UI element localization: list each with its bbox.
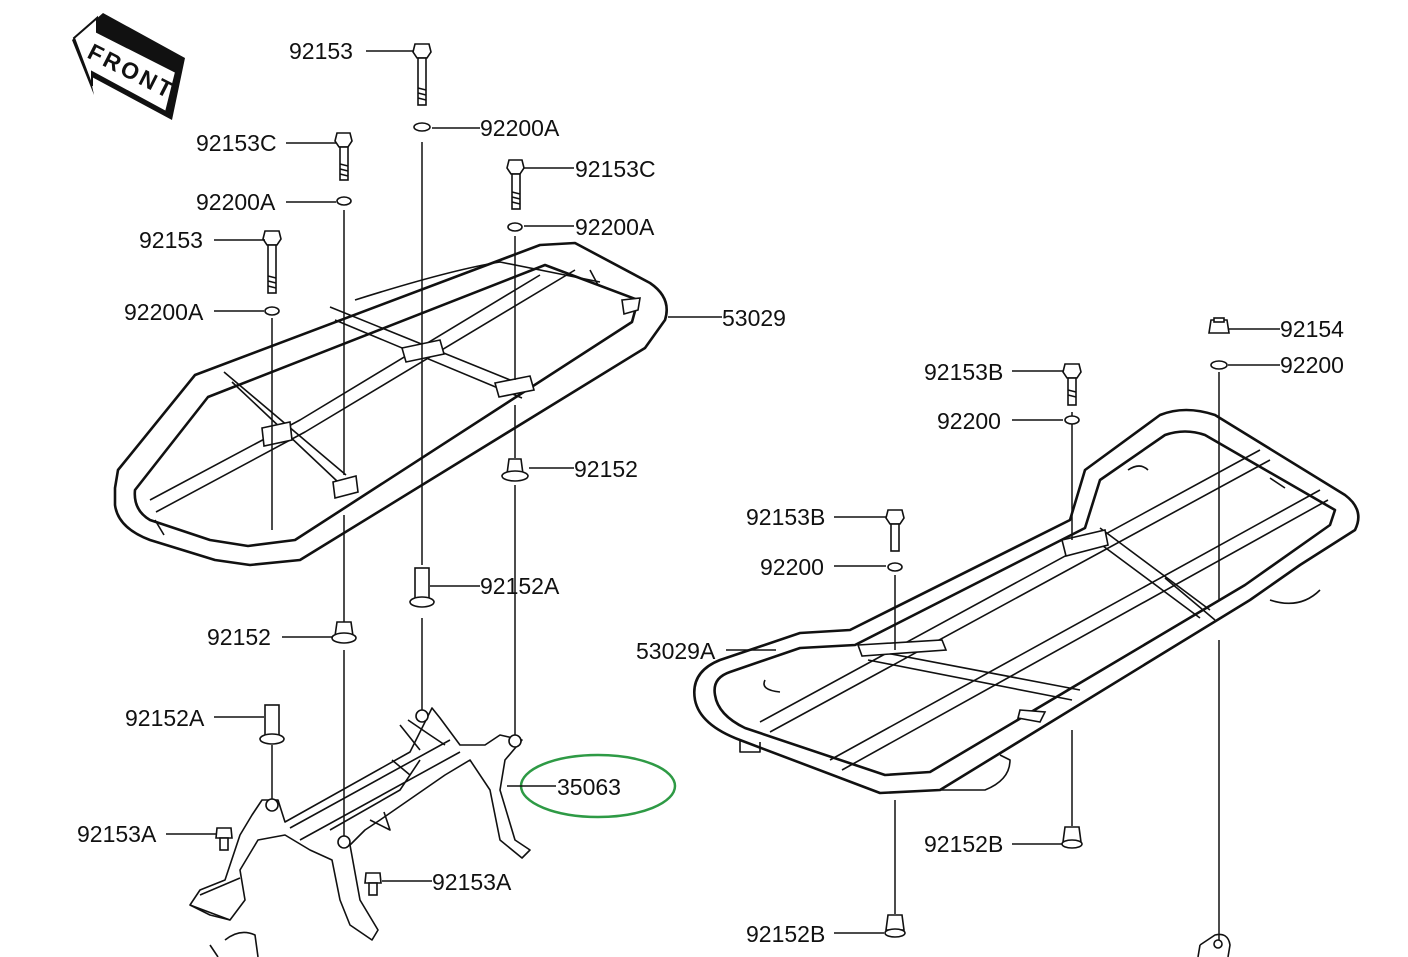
washer-92200a-3-icon bbox=[507, 222, 523, 232]
washer-92200a-4-icon bbox=[264, 306, 280, 316]
callout-label: 92200A bbox=[124, 299, 204, 325]
bolt-92153b-lower-icon bbox=[885, 509, 905, 552]
bolt-92153c-left-icon bbox=[334, 132, 353, 181]
callout-label: 92152A bbox=[125, 705, 205, 731]
callout-label: 92153 bbox=[289, 38, 353, 64]
callout-label: 92152B bbox=[924, 831, 1003, 857]
callout-label: 92153B bbox=[924, 359, 1003, 385]
callout-label: 92200A bbox=[480, 115, 560, 141]
bracket-lower-right-icon bbox=[1197, 933, 1231, 957]
callout-label: 92153 bbox=[139, 227, 203, 253]
bolt-92153-left-icon bbox=[262, 230, 282, 294]
bolt-92153a-left-icon bbox=[215, 827, 233, 851]
callout-label: 92152A bbox=[480, 573, 560, 599]
bolt-92154-icon bbox=[1208, 317, 1230, 334]
callout-label: 92152 bbox=[574, 456, 638, 482]
bolt-92153b-upper-icon bbox=[1062, 363, 1082, 406]
callout-label: 92153B bbox=[746, 504, 825, 530]
callout-label: 92152 bbox=[207, 624, 271, 650]
spacer-92152-upper-icon bbox=[501, 458, 529, 482]
spacer-92152b-lower-icon bbox=[884, 914, 906, 938]
callout-label: 92200A bbox=[196, 189, 276, 215]
callout-label: 92200A bbox=[575, 214, 655, 240]
callout-label: 92152B bbox=[746, 921, 825, 947]
left-support-frame-35063 bbox=[189, 707, 531, 957]
bolt-92153a-center-icon bbox=[364, 872, 382, 896]
callout-label: 92153C bbox=[196, 130, 277, 156]
washer-92200-right-icon bbox=[1210, 360, 1228, 370]
callout-label: 92153A bbox=[432, 869, 512, 895]
washer-92200-upper-icon bbox=[1064, 415, 1080, 425]
callout-label: 92153C bbox=[575, 156, 656, 182]
washer-92200-lower-icon bbox=[887, 562, 903, 572]
collar-92152a-left-icon bbox=[259, 704, 285, 745]
callout-label: 92154 bbox=[1280, 316, 1344, 342]
callout-label: 92200 bbox=[937, 408, 1001, 434]
callout-label: 53029 bbox=[722, 305, 786, 331]
callout-labels: 92153 92200A 92153C 92200A 92153C 92200A… bbox=[77, 38, 1344, 947]
spacer-92152b-upper-icon bbox=[1061, 826, 1083, 849]
collar-92152a-center-icon bbox=[409, 567, 435, 608]
bolt-92153-top-icon bbox=[412, 43, 432, 106]
front-arrow-icon: FRONT bbox=[72, 13, 185, 120]
callout-label: 92153A bbox=[77, 821, 157, 847]
left-rack-53029 bbox=[113, 241, 668, 567]
washer-92200a-1-icon bbox=[413, 122, 431, 132]
left-guide-lines bbox=[271, 142, 516, 838]
washer-92200a-2-icon bbox=[336, 196, 352, 206]
bolt-92153c-right-icon bbox=[506, 159, 525, 210]
right-rack-53029a bbox=[692, 408, 1360, 795]
callout-label: 92200 bbox=[760, 554, 824, 580]
callout-label: 53029A bbox=[636, 638, 716, 664]
spacer-92152-lower-icon bbox=[331, 621, 357, 644]
callout-label-highlighted[interactable]: 35063 bbox=[557, 774, 621, 800]
callout-label: 92200 bbox=[1280, 352, 1344, 378]
callout-leaders bbox=[166, 50, 1280, 934]
